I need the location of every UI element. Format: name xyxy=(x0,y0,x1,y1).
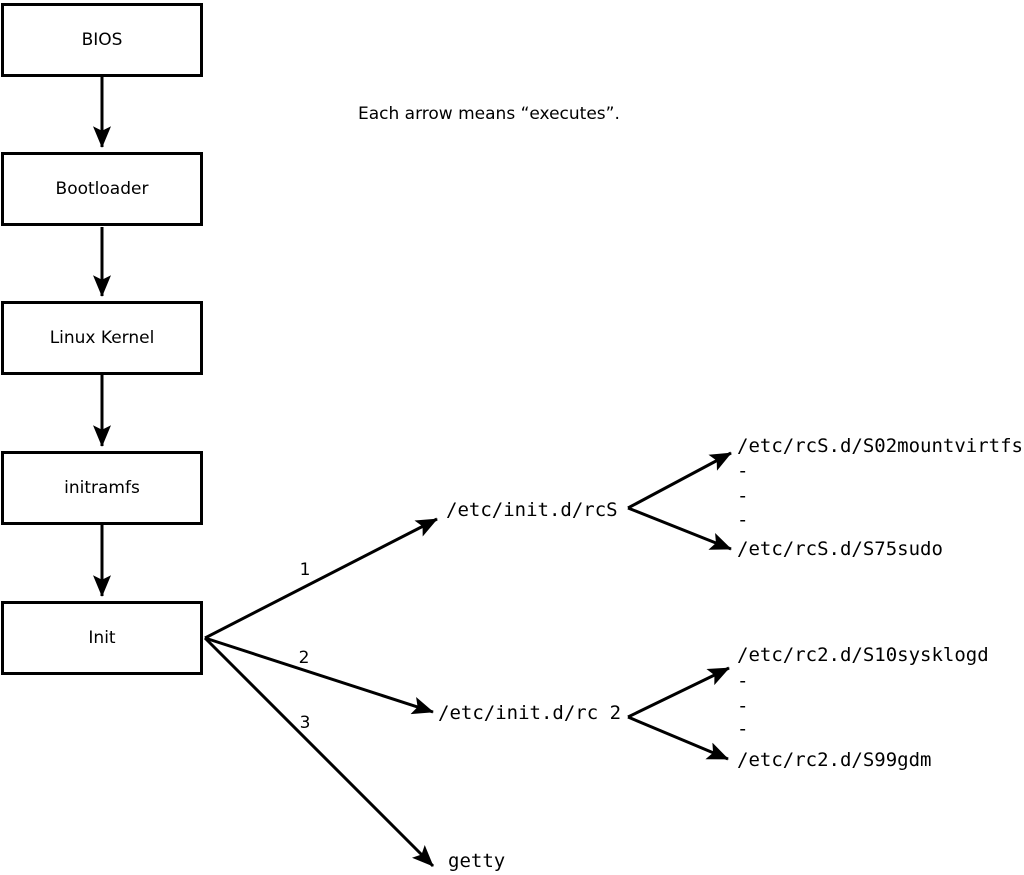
flow-box-init-label: Init xyxy=(88,628,116,648)
rc2-ellipsis-dash: - xyxy=(737,718,749,740)
branch-target-getty: getty xyxy=(448,850,506,872)
arrow-rc2-to-first-script xyxy=(627,666,730,719)
flow-box-bootloader-label: Bootloader xyxy=(55,179,149,199)
rcs-ellipsis-dash: - xyxy=(737,485,749,507)
branch-number-2: 2 xyxy=(298,648,310,668)
branch-target-rcs: /etc/init.d/rcS xyxy=(446,499,618,521)
arrow-init-to-getty xyxy=(203,636,435,868)
flow-box-linux-kernel-label: Linux Kernel xyxy=(49,328,155,348)
flow-box-linux-kernel: Linux Kernel xyxy=(1,301,203,375)
arrow-rcs-to-first-script xyxy=(627,451,732,510)
rcs-script-last: /etc/rcS.d/S75sudo xyxy=(737,538,943,560)
arrow-rcs-to-last-script xyxy=(627,506,732,551)
branch-number-1: 1 xyxy=(299,560,311,580)
rc2-script-first: /etc/rc2.d/S10sysklogd xyxy=(737,644,989,666)
rcs-ellipsis-dash: - xyxy=(737,460,749,482)
rcs-script-first: /etc/rcS.d/S02mountvirtfs xyxy=(737,435,1023,457)
flow-box-bios-label: BIOS xyxy=(81,30,123,50)
flow-box-bios: BIOS xyxy=(1,3,203,77)
flow-box-bootloader: Bootloader xyxy=(1,152,203,226)
arrow-init-to-rcs xyxy=(204,517,438,640)
branch-target-rc2: /etc/init.d/rc 2 xyxy=(438,702,622,724)
rc2-script-last: /etc/rc2.d/S99gdm xyxy=(737,749,932,771)
flow-box-initramfs-label: initramfs xyxy=(64,478,140,498)
arrow-rc2-to-last-script xyxy=(627,715,729,761)
rc2-ellipsis-dash: - xyxy=(737,695,749,717)
rc2-ellipsis-dash: - xyxy=(737,670,749,692)
flow-box-initramfs: initramfs xyxy=(1,451,203,525)
rcs-ellipsis-dash: - xyxy=(737,509,749,531)
arrow-init-to-rc2 xyxy=(204,636,434,715)
legend-note: Each arrow means “executes”. xyxy=(358,104,620,124)
flow-box-init: Init xyxy=(1,601,203,675)
branch-number-3: 3 xyxy=(299,713,311,733)
